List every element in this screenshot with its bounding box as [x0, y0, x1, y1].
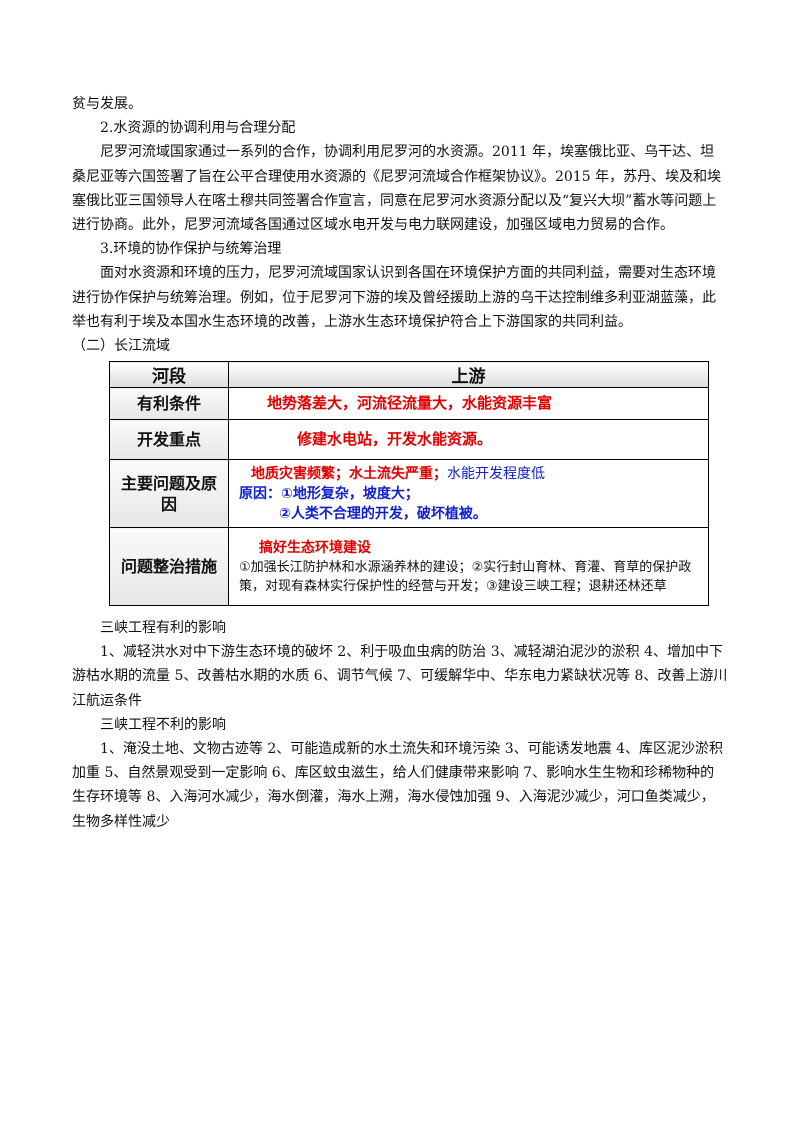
table-row: 主要问题及原因 地质灾害频繁；水土流失严重；水能开发程度低 原因：①地形复杂，坡… [109, 459, 709, 528]
paragraph-negative-impacts: 1、淹没土地、文物古迹等 2、可能造成新的水土流失和环境污染 3、可能诱发地震 … [72, 741, 723, 830]
heading-environment-protection: 3.环境的协作保护与统筹治理 [100, 241, 282, 258]
table-header-row: 河段 上游 [109, 361, 709, 388]
cause-line-1: 原因：①地形复杂，坡度大； [239, 485, 419, 502]
row-label-problems-text: 主要问题及原因 [120, 473, 217, 514]
continued-line: 贫与发展。 [72, 96, 142, 112]
row-label-development: 开发重点 [109, 419, 229, 460]
header-upper-reach: 上游 [228, 361, 709, 388]
problems-blue-text: 水能开发程度低 [447, 465, 545, 482]
section-yangtze-heading: （二）长江流域 [72, 338, 170, 355]
heading-negative-impacts: 三峡工程不利的影响 [100, 716, 226, 733]
yangtze-upper-table: 河段 上游 有利条件 地势落差大，河流径流量大，水能资源丰富 开发重点 修建水电… [109, 361, 709, 606]
paragraph-positive-impacts: 1、减轻洪水对中下游生态环境的破坏 2、利于吸血虫病的防治 3、减轻湖泊泥沙的淤… [72, 644, 728, 709]
table: 河段 上游 有利条件 地势落差大，河流径流量大，水能资源丰富 开发重点 修建水电… [109, 361, 709, 606]
problems-cell: 地质灾害频繁；水土流失严重；水能开发程度低 原因：①地形复杂，坡度大； ②人类不… [228, 459, 709, 528]
favorable-conditions-text: 地势落差大，河流径流量大，水能资源丰富 [267, 394, 553, 412]
heading-water-allocation: 2.水资源的协调利用与合理分配 [100, 120, 296, 137]
problems-line: 地质灾害频繁；水土流失严重；水能开发程度低 [239, 464, 702, 484]
problems-red-text: 地质灾害频繁；水土流失严重； [251, 465, 447, 482]
row-label-problems: 主要问题及原因 [109, 459, 229, 528]
table-row: 问题整治措施 搞好生态环境建设 ①加强长江防护林和水源涵养林的建设；②实行封山育… [109, 527, 709, 606]
development-cell: 修建水电站，开发水能资源。 [228, 419, 709, 460]
cause-line-2: ②人类不合理的开发，破坏植被。 [279, 505, 487, 522]
measures-cell: 搞好生态环境建设 ①加强长江防护林和水源涵养林的建设；②实行封山育林、育灌、育草… [228, 527, 709, 606]
measures-title: 搞好生态环境建设 [259, 539, 371, 556]
lower-text-block: 三峡工程有利的影响 1、减轻洪水对中下游生态环境的破坏 2、利于吸血虫病的防治 … [72, 616, 728, 834]
favorable-cell: 地势落差大，河流径流量大，水能资源丰富 [228, 387, 709, 420]
heading-positive-impacts: 三峡工程有利的影响 [100, 620, 226, 636]
row-label-measures-text: 问题整治措施 [121, 557, 218, 576]
upper-text-block: 贫与发展。 2.水资源的协调利用与合理分配 尼罗河流域国家通过一系列的合作，协调… [72, 92, 728, 358]
development-focus-text: 修建水电站，开发水能资源。 [297, 430, 493, 448]
row-label-measures: 问题整治措施 [109, 527, 229, 606]
header-river-section: 河段 [109, 361, 229, 388]
paragraph-environment-protection: 面对水资源和环境的压力，尼罗河流域国家认识到各国在环境保护方面的共同利益，需要对… [72, 265, 716, 330]
paragraph-water-allocation: 尼罗河流域国家通过一系列的合作，协调利用尼罗河的水资源。2011 年，埃塞俄比亚… [72, 144, 722, 234]
measures-text: ①加强长江防护林和水源涵养林的建设；②实行封山育林、育灌、育草的保护政策，对现有… [239, 559, 692, 594]
table-row: 有利条件 地势落差大，河流径流量大，水能资源丰富 [109, 387, 709, 420]
table-row: 开发重点 修建水电站，开发水能资源。 [109, 419, 709, 460]
row-label-favorable: 有利条件 [109, 387, 229, 420]
